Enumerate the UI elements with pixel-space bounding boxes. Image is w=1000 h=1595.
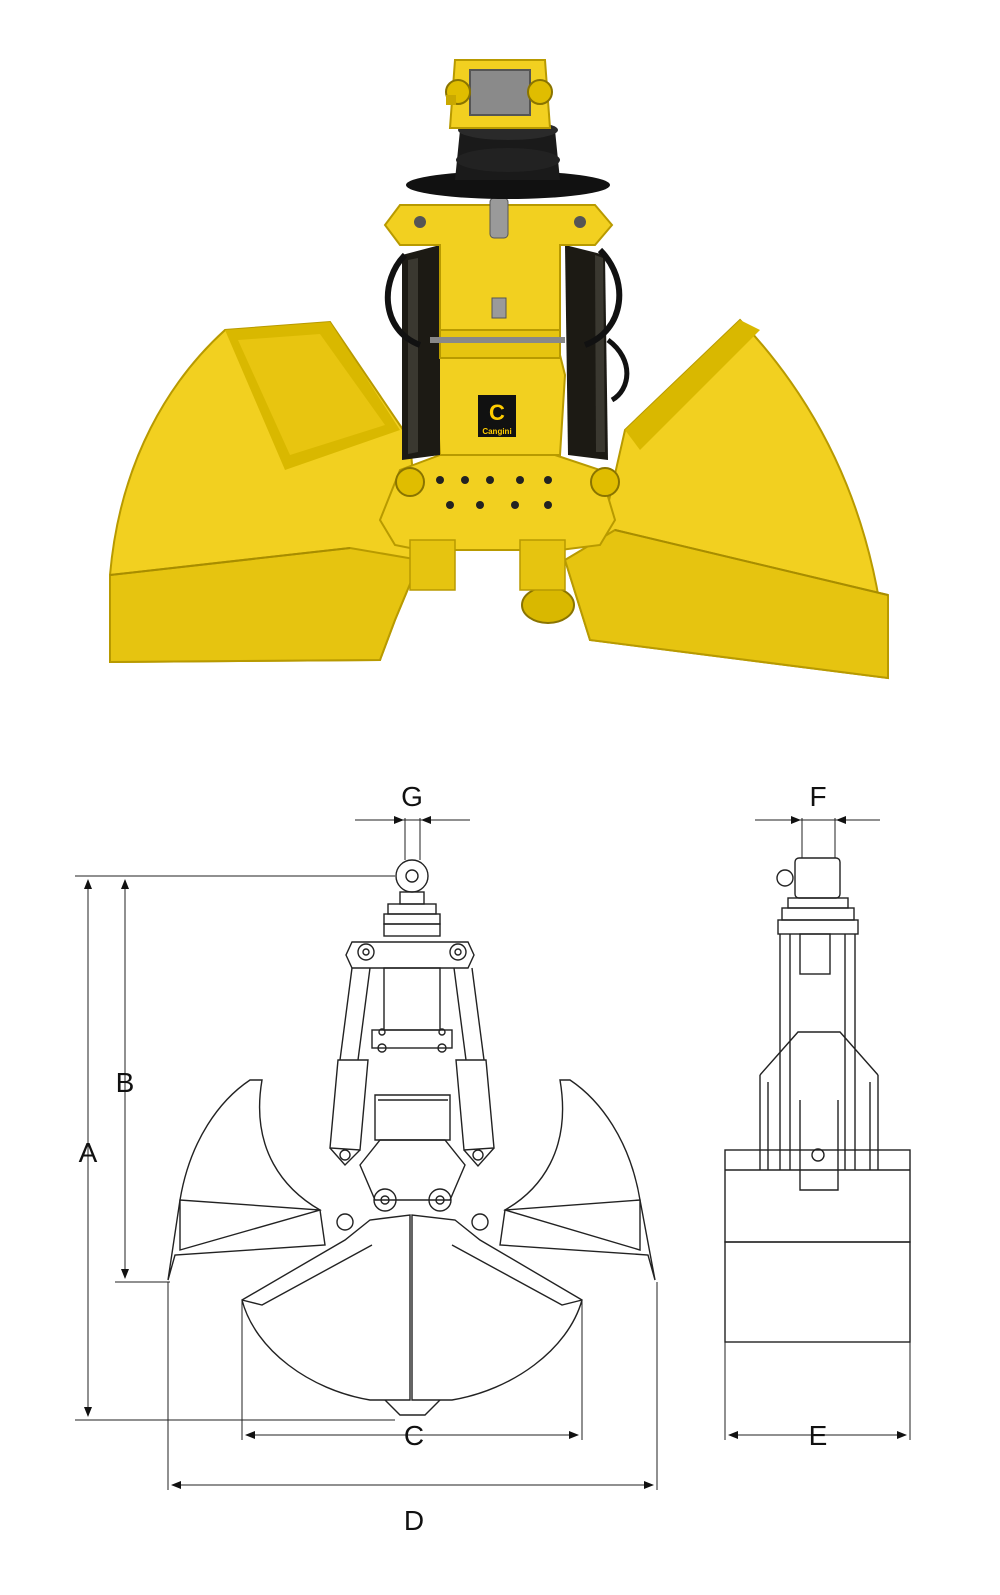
dimension-labels: A B C D E F G	[79, 781, 828, 1536]
side-bucket-body	[724, 1241, 911, 1343]
brand-logo	[478, 395, 516, 437]
rotator	[406, 120, 610, 199]
bottom-hinge	[521, 586, 575, 624]
dim-label-e: E	[809, 1420, 828, 1451]
right-open-shell	[503, 1079, 641, 1251]
hydraulic-cylinders	[384, 245, 630, 460]
dim-label-f: F	[809, 781, 826, 812]
dim-label-a: A	[79, 1137, 98, 1168]
dim-label-c: C	[404, 1420, 424, 1451]
lower-body	[378, 454, 620, 591]
left-closed-shell	[241, 1214, 411, 1401]
dim-label-d: D	[404, 1505, 424, 1536]
dimension-lines	[75, 816, 911, 1490]
upper-body	[383, 197, 614, 359]
pin	[469, 69, 531, 116]
left-bucket	[109, 320, 422, 664]
center-plate: C Cangini	[434, 354, 567, 456]
brand-logo-mark: C	[489, 400, 505, 425]
dim-label-g: G	[401, 781, 423, 812]
left-open-shell	[179, 1079, 322, 1251]
front-view-drawing	[167, 859, 656, 1416]
dim-label-b: B	[116, 1067, 135, 1098]
grab-photo: C Cangini	[109, 59, 890, 680]
top-link	[445, 59, 553, 129]
side-view-drawing	[724, 857, 911, 1343]
lifting-eye	[395, 859, 429, 893]
right-bucket	[563, 318, 890, 680]
right-closed-shell	[411, 1214, 583, 1401]
brand-logo-text: Cangini	[482, 427, 511, 436]
